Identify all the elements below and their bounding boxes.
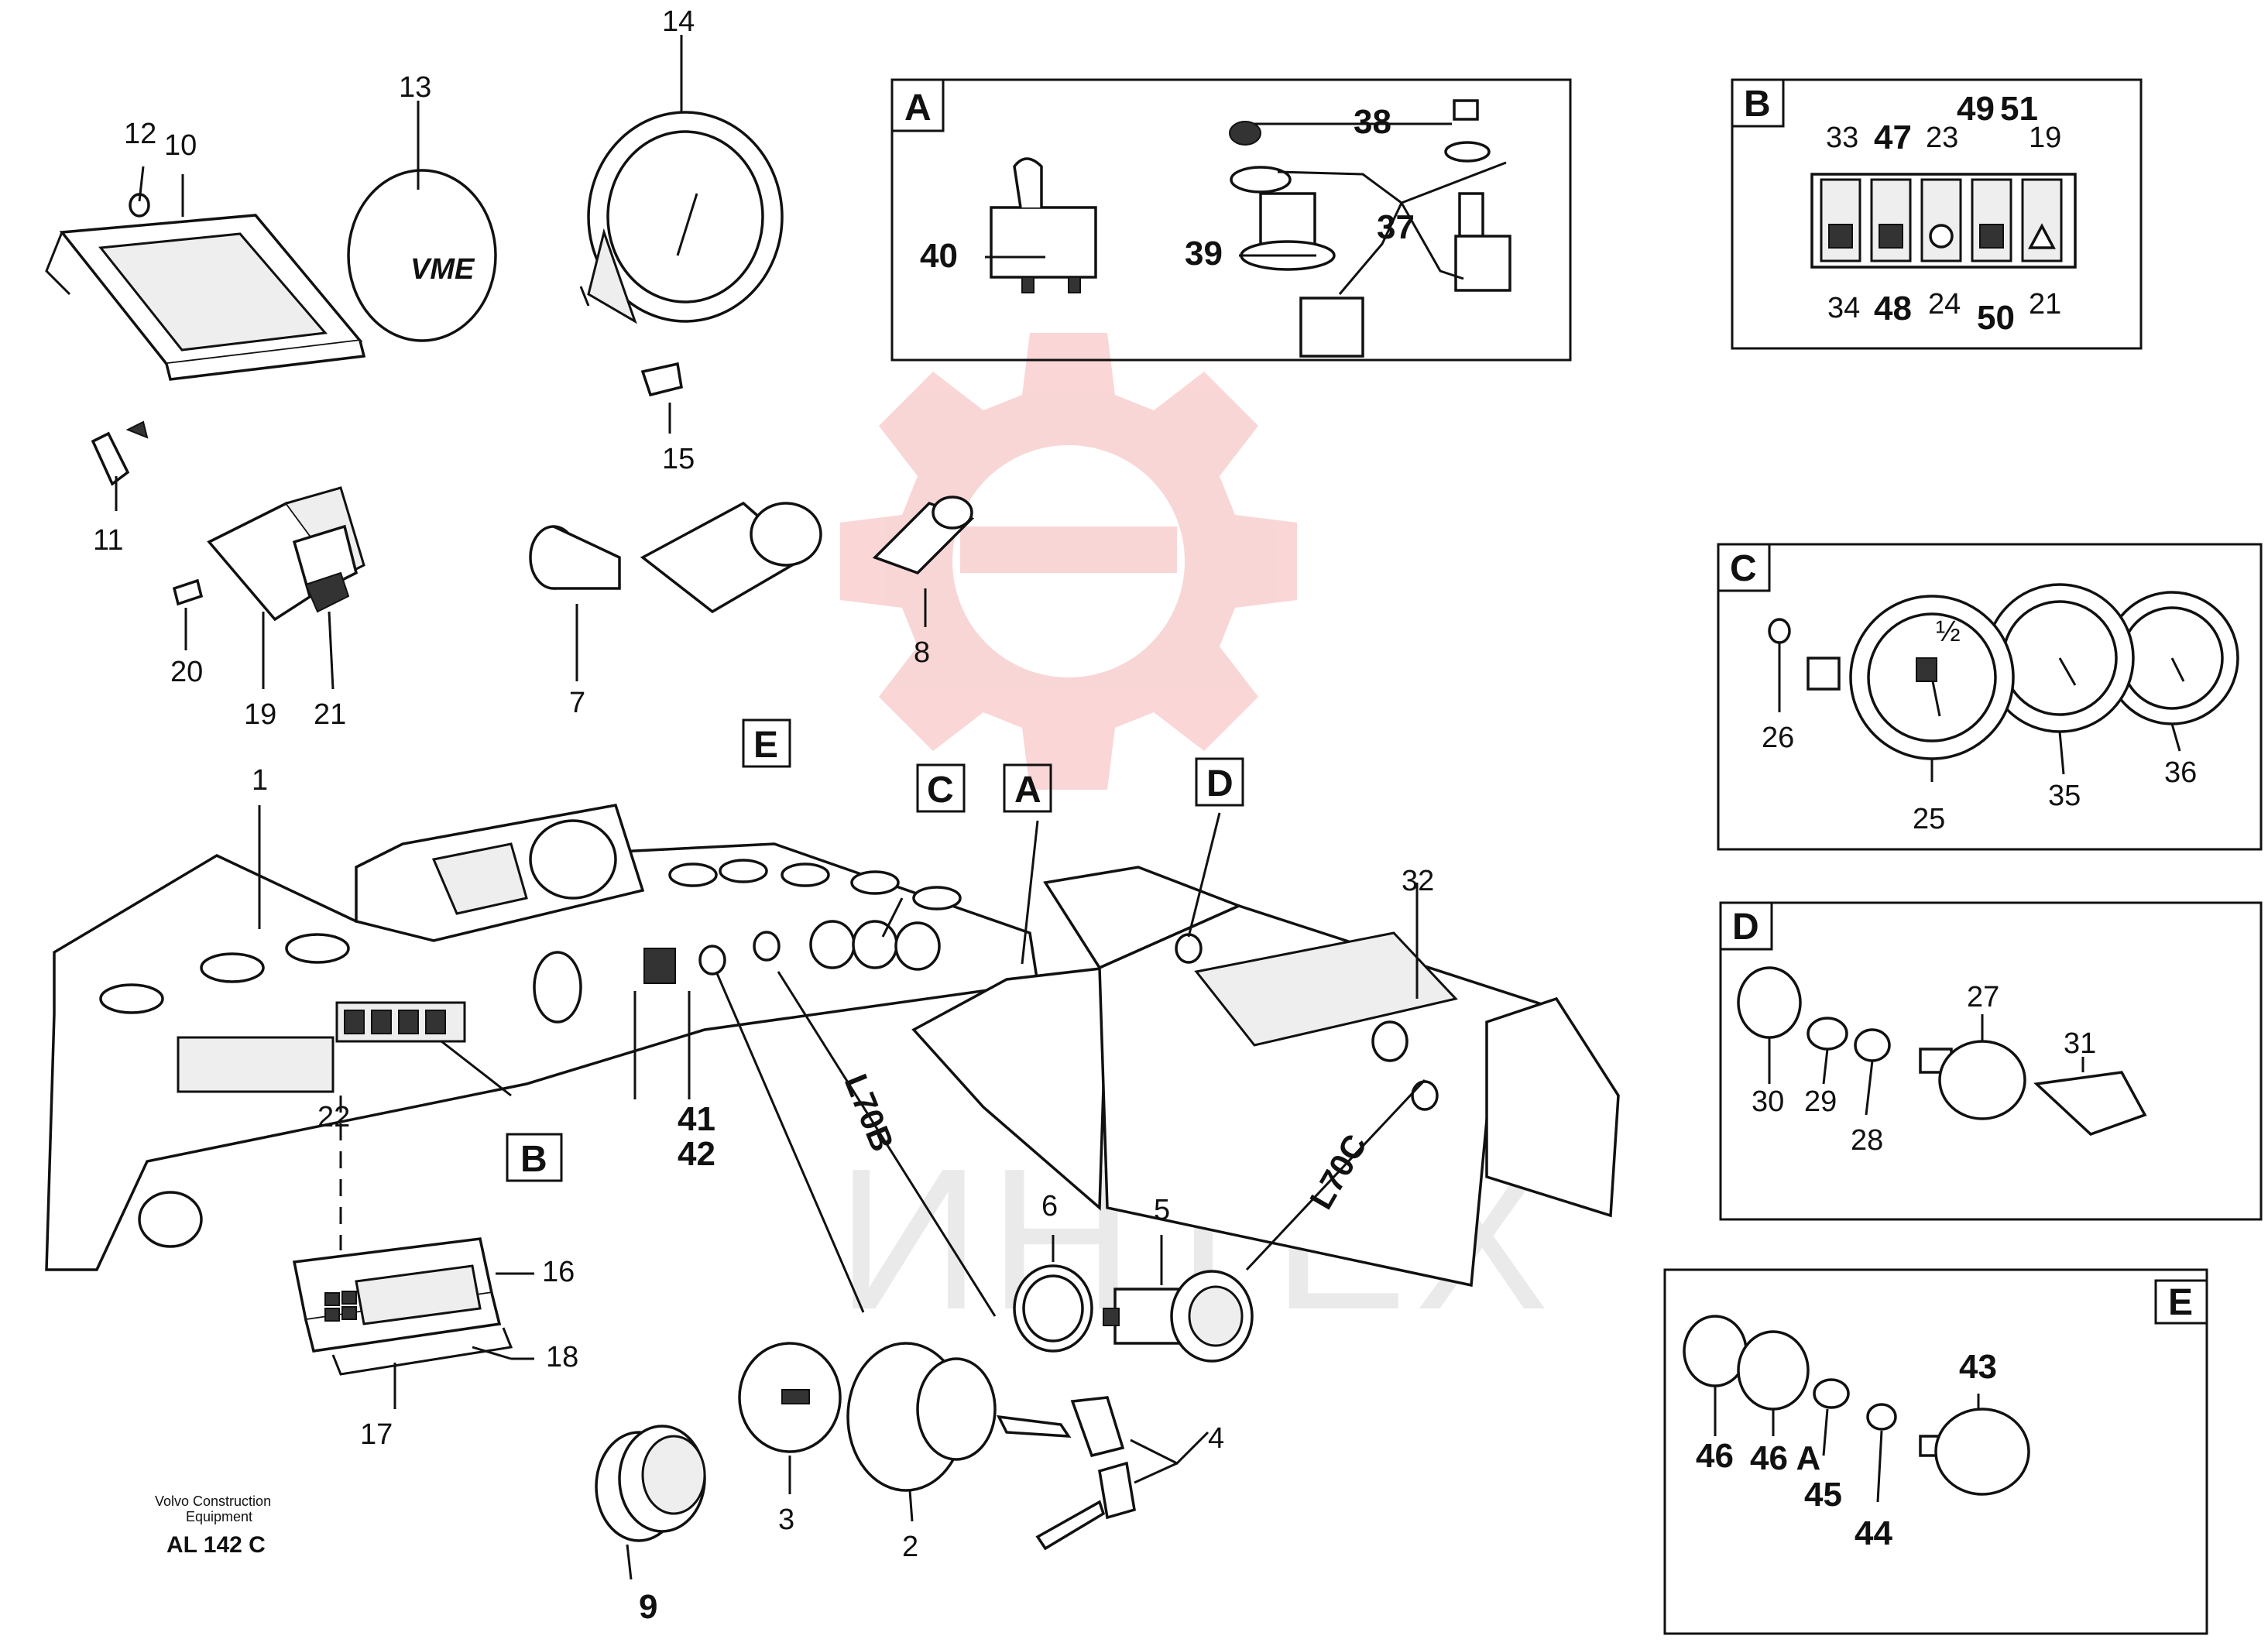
- label-21: 21: [2029, 288, 2061, 321]
- label-28: 28: [1851, 1124, 1883, 1157]
- footer-code: AL 142 C: [166, 1532, 266, 1558]
- label-17: 17: [360, 1418, 393, 1451]
- inset-a-letter: A: [904, 87, 932, 129]
- gauge-half-mark: ½: [1936, 616, 1961, 648]
- label-34: 34: [1827, 292, 1860, 324]
- label-25: 25: [1913, 803, 1945, 835]
- label-27: 27: [1967, 981, 1999, 1013]
- label-29: 29: [1804, 1085, 1837, 1118]
- label-41: 41: [678, 1100, 715, 1138]
- label-21: 21: [314, 698, 346, 731]
- inset-b-letter: B: [1744, 84, 1771, 125]
- label-33: 33: [1826, 122, 1858, 154]
- lever-switch-part: [529, 496, 975, 614]
- label-37: 37: [1377, 208, 1415, 246]
- label-44: 44: [1855, 1514, 1892, 1552]
- callout-c: C: [916, 763, 966, 813]
- label-9: 9: [639, 1588, 657, 1626]
- label-39: 39: [1185, 235, 1223, 273]
- label-49: 49: [1957, 90, 1995, 128]
- label-43: 43: [1959, 1348, 1997, 1386]
- rotary-switch-e-part: [1683, 1315, 2030, 1496]
- label-20: 20: [170, 656, 203, 688]
- svg-text:C: C: [927, 770, 954, 811]
- label-13: 13: [399, 71, 431, 104]
- inset-c: C ½ 26 25 35 36: [1717, 543, 2263, 851]
- label-23: 23: [1926, 122, 1958, 154]
- label-38: 38: [1354, 103, 1391, 141]
- label-12: 12: [124, 118, 156, 150]
- label-24: 24: [1928, 288, 1961, 321]
- label-3: 3: [778, 1504, 794, 1536]
- label-11: 11: [93, 524, 123, 557]
- svg-text:A: A: [1014, 770, 1041, 811]
- footer-company-line2: Equipment: [186, 1509, 252, 1524]
- label-19: 19: [2029, 122, 2061, 154]
- gauge-cover-part: VME: [347, 169, 497, 342]
- label-5: 5: [1154, 1194, 1170, 1226]
- label-7: 7: [569, 687, 585, 719]
- label-22: 22: [317, 1101, 350, 1133]
- callout-a: A: [1003, 763, 1052, 813]
- label-6: 6: [1041, 1190, 1058, 1222]
- label-30: 30: [1752, 1085, 1784, 1118]
- label-48: 48: [1874, 290, 1912, 327]
- inset-e-letter: E: [2168, 1282, 2193, 1323]
- switch-panel-part: [1810, 173, 2077, 269]
- callout-d: D: [1195, 757, 1244, 807]
- label-51: 51: [2000, 90, 2038, 128]
- svg-text:E: E: [753, 725, 778, 766]
- label-31: 31: [2064, 1027, 2096, 1060]
- callout-e: E: [742, 718, 791, 768]
- svg-text:D: D: [1206, 763, 1234, 804]
- label-18: 18: [546, 1341, 578, 1373]
- label-50: 50: [1977, 299, 2015, 337]
- callout-b: B: [506, 1133, 563, 1182]
- svg-text:B: B: [520, 1139, 547, 1180]
- inset-a: A 38 37 39 40: [890, 78, 1572, 362]
- side-console-part: [911, 866, 1620, 1288]
- label-36: 36: [2164, 756, 2197, 789]
- label-35: 35: [2048, 780, 2081, 812]
- label-40: 40: [920, 237, 958, 275]
- label-47: 47: [1874, 118, 1912, 156]
- label-4: 4: [1208, 1422, 1224, 1455]
- label-2: 2: [902, 1531, 918, 1563]
- label-26: 26: [1762, 722, 1794, 754]
- cigarette-lighter-part: [1103, 1270, 1254, 1363]
- dashboard-part: [45, 804, 1039, 1271]
- rocker-switch-part: [1444, 141, 1511, 292]
- label-8: 8: [914, 636, 930, 669]
- label-46a: 46 A: [1750, 1439, 1820, 1477]
- inset-e: E 46 46 A 45 44 43: [1663, 1268, 2208, 1635]
- label-42: 42: [678, 1135, 715, 1173]
- label-1: 1: [252, 764, 268, 797]
- lock-ring-part: [1013, 1264, 1093, 1353]
- label-16: 16: [542, 1256, 575, 1288]
- label-46: 46: [1696, 1437, 1734, 1475]
- label-45: 45: [1804, 1476, 1842, 1514]
- toggle-switch-part: [990, 157, 1097, 293]
- label-19: 19: [244, 698, 276, 731]
- climate-panel-part: [292, 1237, 513, 1376]
- warning-panel-part: [45, 193, 366, 486]
- gauge-part: [579, 111, 784, 397]
- rotary-switch-part: [1737, 966, 2147, 1137]
- label-14: 14: [662, 5, 695, 38]
- rocker-switch-part-large: [172, 486, 365, 622]
- gauge-cluster-part: [1768, 583, 2239, 760]
- speaker-part: [595, 1425, 706, 1542]
- inset-d-letter: D: [1732, 907, 1759, 948]
- ignition-switch-part: [738, 1342, 1136, 1551]
- label-15: 15: [662, 443, 695, 475]
- inset-d: D 30 29 28 27 31: [1719, 901, 2263, 1221]
- inset-b: B 33 47 23 49 51 19 34 48 24 50 21: [1731, 78, 2143, 350]
- label-32: 32: [1402, 865, 1434, 897]
- inset-c-letter: C: [1730, 548, 1757, 589]
- cover-mark: VME: [410, 253, 475, 286]
- label-10: 10: [164, 129, 197, 162]
- footer-company-line1: Volvo Construction: [155, 1493, 271, 1509]
- push-switch-part: [1230, 166, 1364, 358]
